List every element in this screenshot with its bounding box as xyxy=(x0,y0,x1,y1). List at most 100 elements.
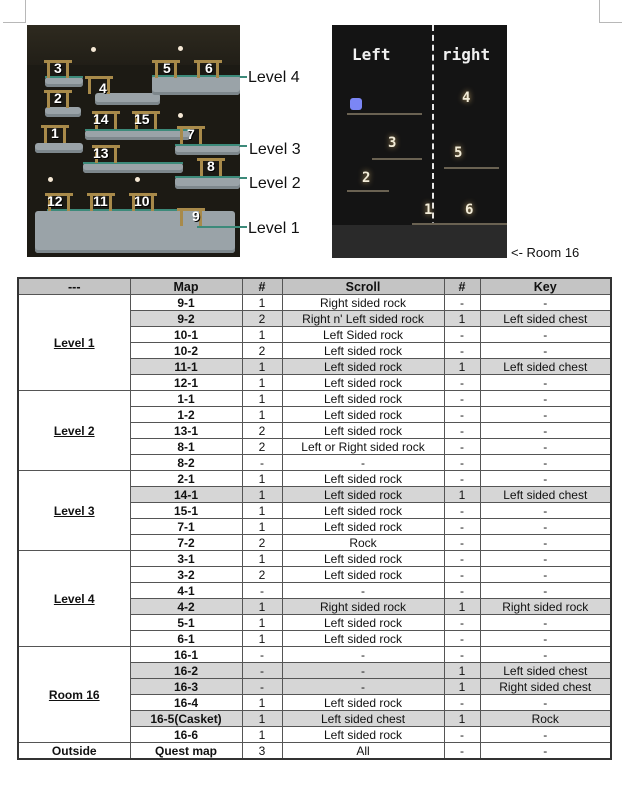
scroll-count-cell: 1 xyxy=(241,630,283,647)
ledge-line xyxy=(197,226,240,228)
map-number-9: 9 xyxy=(192,208,200,224)
scroll-count-cell: 1 xyxy=(241,390,283,407)
group-label: Level 1 xyxy=(17,294,131,391)
scroll-count-cell: 1 xyxy=(241,726,283,743)
key-cell: - xyxy=(479,646,612,663)
key-count-cell: - xyxy=(443,550,481,567)
table-row: 8-2---- xyxy=(18,454,612,471)
map-number-13: 13 xyxy=(93,145,109,161)
map-number-3: 3 xyxy=(54,60,62,76)
scroll-count-cell: 1 xyxy=(241,470,283,487)
scroll-cell: Left sided rock xyxy=(281,422,445,439)
key-count-cell: - xyxy=(443,406,481,423)
group-label: Level 4 xyxy=(17,550,131,647)
light-orb-icon xyxy=(178,46,183,51)
map-cell: 16-4 xyxy=(129,694,243,711)
scroll-cell: Left sided rock xyxy=(281,390,445,407)
ledge-line xyxy=(175,144,240,146)
room-number-2: 2 xyxy=(362,170,371,186)
key-cell: - xyxy=(479,422,612,439)
scroll-count-cell: 1 xyxy=(241,614,283,631)
scroll-count-cell: - xyxy=(241,582,283,599)
scroll-count-cell: 1 xyxy=(241,550,283,567)
ledge-line xyxy=(85,129,190,131)
key-count-cell: 1 xyxy=(443,310,481,327)
map-number-7: 7 xyxy=(187,126,195,142)
map-cell: 3-2 xyxy=(129,566,243,583)
ledge xyxy=(45,77,83,87)
key-cell: - xyxy=(479,566,612,583)
scroll-count-cell: 2 xyxy=(241,310,283,327)
level-3-label: Level 3 xyxy=(249,141,301,158)
ledge-line xyxy=(47,209,187,211)
ledge xyxy=(85,130,190,140)
map-cell: 5-1 xyxy=(129,614,243,631)
room-number-4: 4 xyxy=(462,90,471,106)
scroll-cell: Right n' Left sided rock xyxy=(281,310,445,327)
key-cell: Left sided chest xyxy=(479,486,612,503)
map-cell: 7-2 xyxy=(129,534,243,551)
header-group: --- xyxy=(17,277,131,295)
scroll-count-cell: 2 xyxy=(241,534,283,551)
ground-ledge xyxy=(35,211,235,253)
ledge xyxy=(175,177,240,189)
ledge-line xyxy=(83,162,183,164)
room-step xyxy=(347,113,422,115)
scroll-cell: - xyxy=(281,454,445,471)
level-2-label: Level 2 xyxy=(249,175,301,192)
key-cell: Right sided rock xyxy=(479,598,612,615)
pointer-line xyxy=(240,177,247,179)
scroll-count-cell: 1 xyxy=(241,694,283,711)
key-count-cell: - xyxy=(443,518,481,535)
light-orb-icon xyxy=(48,177,53,182)
light-orb-icon xyxy=(91,47,96,52)
map-cell: 16-1 xyxy=(129,646,243,663)
shrine-gate-icon xyxy=(92,145,120,166)
map-number-1: 1 xyxy=(51,125,59,141)
scroll-count-cell: 1 xyxy=(241,406,283,423)
scroll-cell: Right sided rock xyxy=(281,294,445,311)
level-1-label: Level 1 xyxy=(248,220,300,237)
shrine-gate-icon xyxy=(44,60,72,81)
group-label: Room 16 xyxy=(17,646,131,743)
scroll-cell: Right sided rock xyxy=(281,598,445,615)
room-step xyxy=(347,190,389,192)
ledge xyxy=(83,163,183,173)
header-key: Key xyxy=(479,277,612,295)
scroll-cell: - xyxy=(281,646,445,663)
map-cell: 9-1 xyxy=(129,294,243,311)
header-scroll: Scroll xyxy=(281,277,445,295)
key-cell: - xyxy=(479,374,612,391)
scroll-cell: Left sided rock xyxy=(281,486,445,503)
key-count-cell: - xyxy=(443,614,481,631)
shrine-gate-icon xyxy=(45,193,73,214)
shrine-gate-icon xyxy=(197,158,225,179)
ledge xyxy=(45,107,81,117)
map-background xyxy=(27,25,240,65)
map-cell: 8-2 xyxy=(129,454,243,471)
key-count-cell: - xyxy=(443,742,481,760)
scroll-count-cell: 1 xyxy=(241,358,283,375)
scroll-cell: Left sided chest xyxy=(281,710,445,727)
scroll-count-cell: - xyxy=(241,678,283,695)
ledge xyxy=(175,145,240,155)
shrine-gate-icon xyxy=(177,208,205,229)
scroll-count-cell: 2 xyxy=(241,342,283,359)
shrine-gate-icon xyxy=(92,111,120,132)
key-cell: - xyxy=(479,694,612,711)
key-cell: - xyxy=(479,294,612,311)
scroll-cell: Left sided rock xyxy=(281,518,445,535)
map-number-2: 2 xyxy=(54,90,62,106)
scroll-count-cell: 1 xyxy=(241,502,283,519)
scroll-cell: Left Sided rock xyxy=(281,326,445,343)
